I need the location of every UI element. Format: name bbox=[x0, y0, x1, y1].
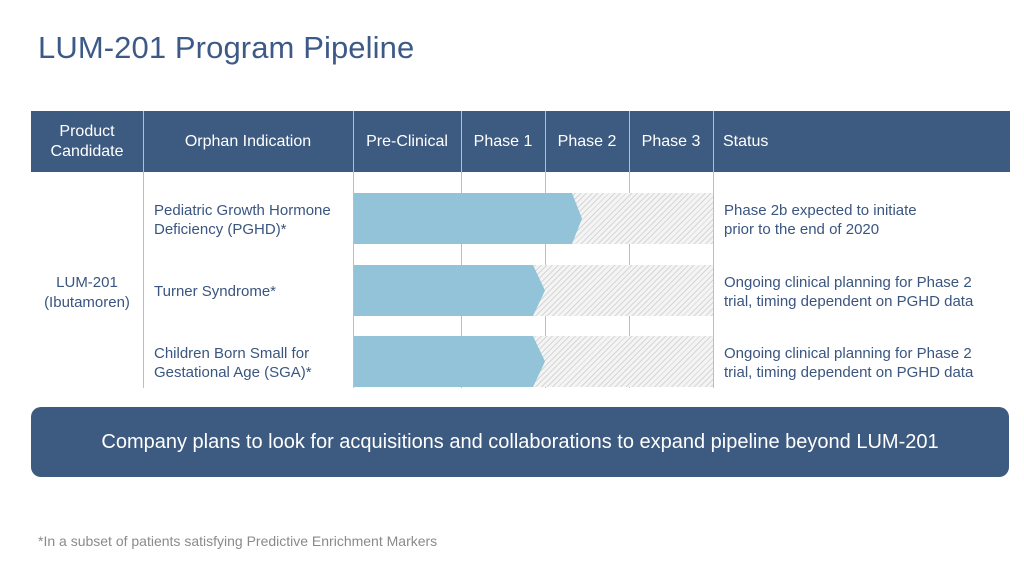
status-line: Ongoing clinical planning for Phase 2 bbox=[724, 274, 972, 291]
status-line: Phase 2b expected to initiate bbox=[724, 202, 917, 219]
header-product-candidate: Product Candidate bbox=[50, 122, 124, 160]
grid-line bbox=[461, 111, 462, 388]
header-phase-2: Phase 2 bbox=[557, 132, 617, 150]
status-line: trial, timing dependent on PGHD data bbox=[724, 364, 974, 381]
pipeline-expansion-banner: Company plans to look for acquisitions a… bbox=[31, 407, 1009, 477]
indication-cell: Children Born Small for Gestational Age … bbox=[154, 344, 312, 382]
indication-line: Turner Syndrome* bbox=[154, 283, 276, 300]
candidate-name: LUM-201 bbox=[56, 274, 118, 291]
status-cell: Ongoing clinical planning for Phase 2 tr… bbox=[724, 273, 973, 311]
indication-line: Pediatric Growth Hormone bbox=[154, 202, 331, 219]
grid-line bbox=[545, 111, 546, 388]
product-candidate: LUM-201 (Ibutamoren) bbox=[31, 273, 143, 313]
indication-line: Gestational Age (SGA)* bbox=[154, 364, 312, 381]
grid-line bbox=[629, 111, 630, 388]
progress-bar bbox=[354, 193, 582, 244]
status-line: prior to the end of 2020 bbox=[724, 221, 880, 238]
progress-bar bbox=[354, 336, 545, 387]
header-pre-clinical: Pre-Clinical bbox=[366, 132, 448, 150]
indication-cell: Turner Syndrome* bbox=[154, 282, 276, 301]
status-cell: Ongoing clinical planning for Phase 2 tr… bbox=[724, 344, 973, 382]
grid-line bbox=[713, 111, 714, 388]
table-header: Product Candidate Orphan Indication Pre-… bbox=[31, 111, 1010, 172]
header-phase-3: Phase 3 bbox=[641, 132, 701, 150]
status-line: Ongoing clinical planning for Phase 2 bbox=[724, 345, 972, 362]
indication-line: Children Born Small for bbox=[154, 345, 310, 362]
grid-line bbox=[353, 111, 354, 388]
grid-line bbox=[143, 111, 144, 388]
page-title: LUM-201 Program Pipeline bbox=[38, 30, 415, 65]
candidate-compound: (Ibutamoren) bbox=[44, 294, 130, 311]
progress-bar bbox=[354, 265, 545, 316]
header-orphan-indication: Orphan Indication bbox=[184, 132, 312, 150]
pipeline-table: Product Candidate Orphan Indication Pre-… bbox=[31, 111, 1010, 388]
status-cell: Phase 2b expected to initiate prior to t… bbox=[724, 201, 917, 239]
header-phase-1: Phase 1 bbox=[473, 132, 533, 150]
status-line: trial, timing dependent on PGHD data bbox=[724, 293, 974, 310]
header-status: Status bbox=[723, 132, 769, 150]
footnote: *In a subset of patients satisfying Pred… bbox=[38, 533, 438, 549]
indication-cell: Pediatric Growth Hormone Deficiency (PGH… bbox=[154, 201, 331, 239]
indication-line: Deficiency (PGHD)* bbox=[154, 221, 287, 238]
